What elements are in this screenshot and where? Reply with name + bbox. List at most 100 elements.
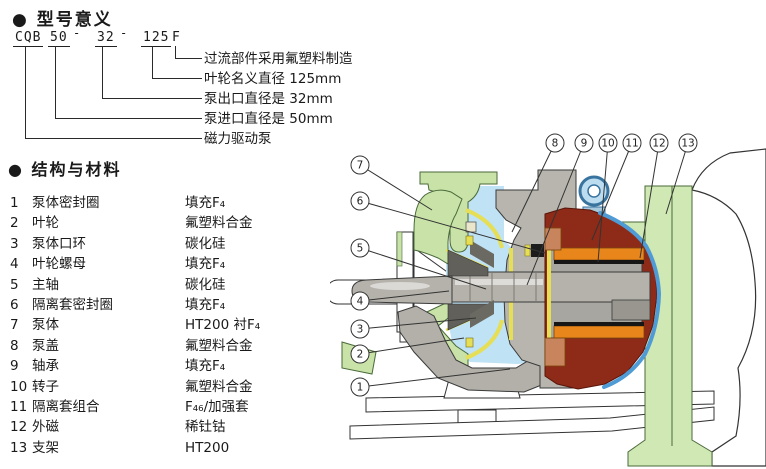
callout-7: 7 — [350, 155, 370, 175]
model-code-impeller: 125 — [141, 30, 172, 47]
part-name: 外磁 — [32, 419, 59, 435]
svg-text:5: 5 — [357, 243, 364, 255]
callout-8: 8 — [545, 133, 565, 153]
leader-line-13 — [665, 142, 689, 215]
part-name: 泵体口环 — [32, 236, 86, 252]
part-material: HT200 衬F₄ — [185, 317, 261, 333]
svg-text:13: 13 — [681, 138, 694, 150]
label-inlet: 泵进口直径是 50mm — [204, 111, 333, 127]
parts-row: 8 泵盖 氟塑料合金 — [10, 338, 253, 354]
part-name: 支架 — [32, 440, 59, 456]
callout-11: 11 — [622, 133, 642, 153]
callout-12: 12 — [649, 133, 669, 153]
part-number: 3 — [10, 236, 19, 252]
parts-row: 9 轴承 填充F₄ — [10, 358, 225, 374]
pump-shaft — [449, 271, 549, 303]
part-material: F₄₆/加强套 — [185, 399, 249, 415]
part-number: 9 — [10, 358, 19, 374]
part-number: 6 — [10, 297, 19, 313]
part-material: 填充F₄ — [185, 297, 226, 313]
part-number: 11 — [10, 399, 28, 415]
svg-text:10: 10 — [601, 138, 614, 150]
callout-3: 3 — [350, 319, 370, 339]
part-number: 8 — [10, 338, 19, 354]
callout-2: 2 — [350, 344, 370, 364]
callout-9: 9 — [574, 133, 594, 153]
part-name: 轴承 — [32, 358, 59, 374]
part-name: 泵盖 — [32, 338, 59, 354]
part-number: 7 — [10, 317, 19, 333]
leader-line-11 — [591, 142, 633, 241]
part-material: 填充F₄ — [185, 256, 226, 272]
leader-line-12 — [639, 142, 660, 259]
leader-line-5 — [359, 247, 487, 290]
parts-row: 6 隔离套密封圈 填充F₄ — [10, 297, 225, 313]
part-number: 5 — [10, 277, 19, 293]
label-outlet: 泵出口直径是 32mm — [204, 91, 333, 107]
tree-line-inlet — [55, 46, 202, 119]
svg-text:3: 3 — [357, 324, 364, 336]
svg-text:7: 7 — [357, 160, 364, 172]
leader-line-1 — [359, 368, 511, 388]
leader-line-2 — [359, 337, 465, 355]
part-name: 主轴 — [32, 277, 59, 293]
pump-cross-section-diagram: 7 6 5 4 3 2 1 8 9 10 11 12 13 — [330, 133, 766, 467]
leader-lines — [359, 142, 689, 388]
part-number: 13 — [10, 440, 28, 456]
label-series: 磁力驱动泵 — [204, 131, 272, 147]
leader-line-8 — [511, 142, 556, 233]
leader-line-6 — [359, 200, 546, 254]
tree-line-outlet — [102, 46, 202, 99]
model-code-inlet: 50 — [48, 30, 70, 47]
tree-line-impeller — [152, 46, 202, 79]
label-material: 过流部件采用氟塑料制造 — [204, 51, 353, 67]
model-code-material: F — [172, 30, 181, 45]
callout-1: 1 — [350, 377, 370, 397]
parts-row: 3 泵体口环 碳化硅 — [10, 236, 226, 252]
part-material: 氟塑料合金 — [185, 215, 253, 231]
impeller-nut — [351, 275, 453, 305]
part-number: 12 — [10, 419, 28, 435]
part-material: 填充F₄ — [185, 358, 226, 374]
isolation-shell-liner — [598, 211, 662, 389]
callout-13: 13 — [678, 133, 698, 153]
part-material: 氟塑料合金 — [185, 379, 253, 395]
parts-section-title: ● 结构与材料 — [8, 160, 122, 179]
part-name: 叶轮 — [32, 215, 59, 231]
svg-text:4: 4 — [357, 296, 364, 308]
model-code-sep1: - — [73, 26, 82, 40]
part-name: 隔离套密封圈 — [32, 297, 113, 313]
tree-line-series — [25, 46, 202, 139]
callout-5: 5 — [350, 238, 370, 258]
part-name: 叶轮螺母 — [32, 256, 86, 272]
shell-seal-gasket — [524, 244, 531, 257]
leader-line-10 — [597, 142, 609, 263]
model-code-series: CQB — [13, 30, 44, 47]
leader-line-4 — [359, 290, 450, 302]
part-material: 稀钍钴 — [185, 419, 226, 435]
model-code-sep2: - — [120, 26, 129, 40]
svg-text:8: 8 — [552, 138, 559, 150]
part-material: 碳化硅 — [185, 236, 226, 252]
motor-outline — [691, 148, 766, 467]
model-section-title: ● 型号意义 — [12, 10, 113, 30]
impeller — [445, 208, 504, 360]
svg-text:12: 12 — [652, 138, 665, 150]
svg-text:9: 9 — [581, 138, 588, 150]
inner-rotor — [544, 227, 651, 367]
part-number: 1 — [10, 195, 19, 211]
leader-line-7 — [359, 164, 433, 211]
model-code-outlet: 32 — [95, 30, 117, 47]
part-material: 氟塑料合金 — [185, 338, 253, 354]
svg-text:11: 11 — [625, 138, 638, 150]
leader-line-3 — [359, 317, 477, 330]
callout-10: 10 — [598, 133, 618, 153]
